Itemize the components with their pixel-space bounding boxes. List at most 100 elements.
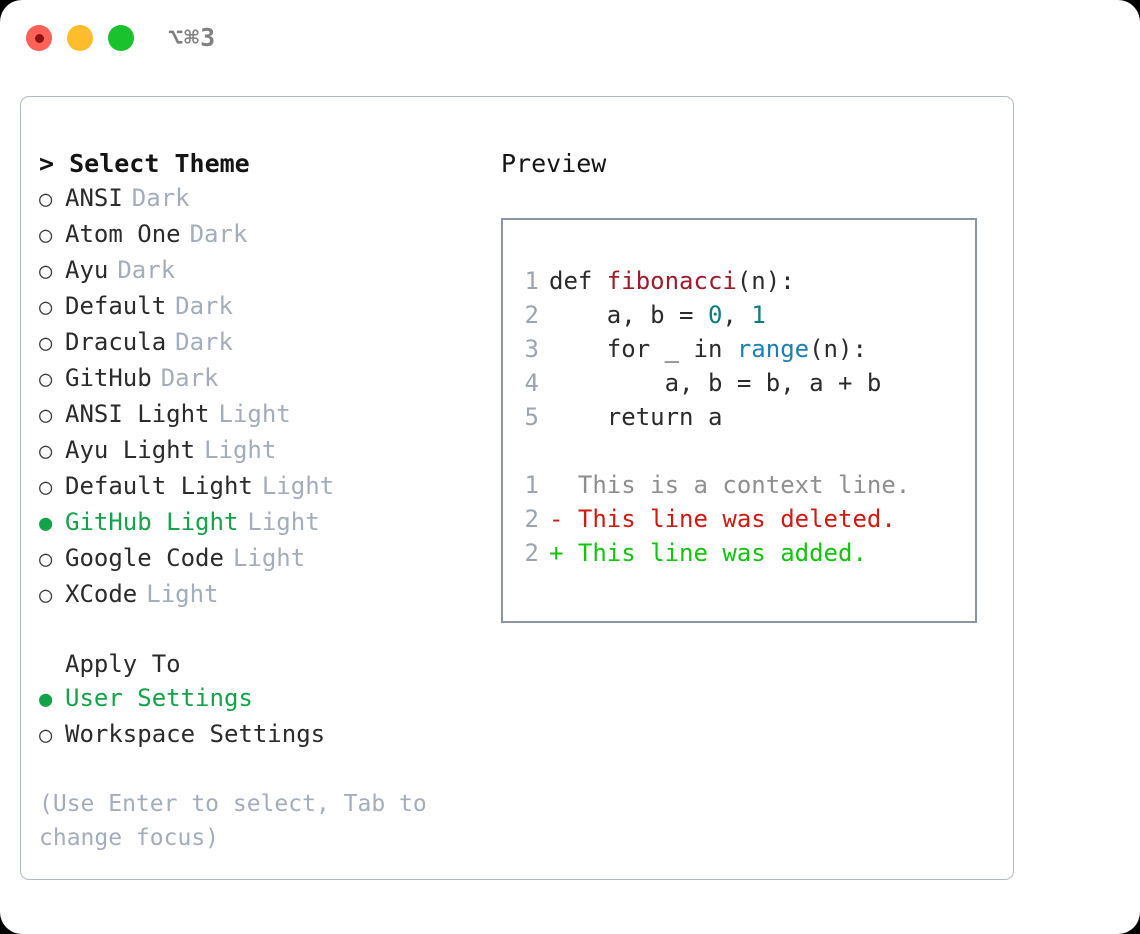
diff-sample: 1 This is a context line. 2- This line wa… bbox=[503, 468, 975, 570]
title-bar: ⌥⌘3 bbox=[0, 0, 1140, 78]
radio-unselected-icon bbox=[39, 255, 65, 289]
apply-to-option[interactable]: Workspace Settings bbox=[39, 717, 489, 753]
code-line: 4 a, b = b, a + b bbox=[503, 366, 975, 400]
apply-to-option-label: Workspace Settings bbox=[65, 720, 326, 748]
code-token: for _ in bbox=[549, 335, 737, 363]
code-token: 0 bbox=[707, 301, 723, 329]
diff-line: 2- This line was deleted. bbox=[503, 502, 975, 536]
line-number: 1 bbox=[524, 267, 539, 295]
theme-item-variant: Light bbox=[146, 580, 219, 608]
maximize-button-icon[interactable] bbox=[108, 25, 134, 51]
code-line: 5 return a bbox=[503, 400, 975, 434]
theme-item-label: Dracula bbox=[65, 328, 167, 356]
theme-item-label: Default bbox=[65, 292, 167, 320]
theme-item-label: ANSI bbox=[65, 184, 123, 212]
theme-item-variant: Light bbox=[261, 472, 335, 500]
diff-marker: + bbox=[549, 539, 578, 567]
radio-unselected-icon bbox=[39, 543, 65, 577]
theme-item[interactable]: Ayu Dark bbox=[39, 253, 489, 289]
radio-unselected-icon bbox=[39, 471, 65, 505]
theme-item-label: Ayu bbox=[65, 256, 109, 284]
diff-line: 2 + This line was added. bbox=[503, 536, 975, 570]
radio-unselected-icon bbox=[39, 291, 65, 325]
theme-item[interactable]: Ayu Light Light bbox=[39, 433, 489, 469]
diff-marker: - bbox=[549, 505, 578, 533]
theme-item-variant: Dark bbox=[189, 220, 248, 248]
theme-item[interactable]: ANSI Dark bbox=[39, 181, 489, 217]
code-line: 1 def fibonacci(n): bbox=[503, 264, 975, 298]
theme-item-label: Atom One bbox=[65, 220, 181, 248]
code-token: (n): bbox=[736, 267, 795, 295]
theme-item-label: Default Light bbox=[65, 472, 253, 500]
diff-text: This line was added. bbox=[577, 539, 867, 567]
theme-item[interactable]: Default Light Light bbox=[39, 469, 489, 505]
apply-to-option[interactable]: User Settings bbox=[39, 681, 489, 717]
code-diff-spacer bbox=[503, 434, 975, 468]
theme-item-label: XCode bbox=[65, 580, 138, 608]
theme-item-label: GitHub Light bbox=[65, 508, 239, 536]
theme-item-label: Ayu Light bbox=[65, 436, 196, 464]
radio-selected-icon bbox=[39, 507, 65, 541]
close-button-icon[interactable] bbox=[26, 25, 52, 51]
theme-item[interactable]: ANSI Light Light bbox=[39, 397, 489, 433]
theme-item[interactable]: XCode Light bbox=[39, 577, 489, 613]
keyboard-hint-text: (Use Enter to select, Tab to change focu… bbox=[39, 791, 427, 851]
radio-selected-icon bbox=[39, 683, 65, 717]
code-token: def bbox=[549, 267, 607, 295]
preview-title: Preview bbox=[501, 149, 607, 178]
theme-item-variant: Dark bbox=[117, 256, 176, 284]
theme-item-variant: Dark bbox=[175, 292, 233, 320]
code-token: (n): bbox=[809, 335, 867, 363]
diff-text: This line was deleted. bbox=[577, 505, 896, 533]
code-line: 2 a, b = 0, 1 bbox=[503, 298, 975, 332]
theme-item-label: ANSI Light bbox=[65, 400, 210, 428]
keyboard-shortcut-label: ⌥⌘3 bbox=[168, 23, 217, 52]
code-line: 3 for _ in range(n): bbox=[503, 332, 975, 366]
theme-item[interactable]: Atom One Dark bbox=[39, 217, 489, 253]
theme-item[interactable]: GitHub Light Light bbox=[39, 505, 489, 541]
content-panel: > Select Theme ANSIDarkAtom OneDarkAyuDa… bbox=[20, 96, 1014, 880]
theme-item-variant: Light bbox=[218, 400, 291, 428]
line-number: 1 bbox=[524, 471, 539, 499]
traffic-lights bbox=[26, 25, 134, 51]
radio-unselected-icon bbox=[39, 219, 65, 253]
theme-item-variant: Light bbox=[247, 508, 320, 536]
theme-item[interactable]: Default Dark bbox=[39, 289, 489, 325]
apply-to-list: User SettingsWorkspace Settings bbox=[39, 681, 489, 753]
radio-unselected-icon bbox=[39, 183, 65, 217]
theme-item[interactable]: Dracula Dark bbox=[39, 325, 489, 361]
diff-marker bbox=[549, 468, 578, 502]
minimize-button-icon[interactable] bbox=[67, 25, 93, 51]
theme-item-variant: Light bbox=[204, 436, 277, 464]
line-number: 2 bbox=[524, 539, 539, 567]
code-token: a, b = bbox=[549, 301, 708, 329]
theme-item-variant: Dark bbox=[175, 328, 233, 356]
apply-to-option-label: User Settings bbox=[65, 684, 253, 712]
code-token: fibonacci bbox=[606, 267, 737, 295]
theme-list: ANSIDarkAtom OneDarkAyuDarkDefaultDarkDr… bbox=[39, 181, 489, 613]
line-number: 4 bbox=[524, 369, 539, 397]
theme-picker-column: > Select Theme ANSIDarkAtom OneDarkAyuDa… bbox=[39, 147, 489, 855]
code-token: return a bbox=[549, 403, 723, 431]
code-token: 1 bbox=[751, 301, 766, 329]
line-number: 2 bbox=[524, 301, 539, 329]
theme-item-variant: Dark bbox=[131, 184, 190, 212]
theme-item-label: GitHub bbox=[65, 364, 152, 392]
line-number: 3 bbox=[524, 335, 539, 363]
radio-unselected-icon bbox=[39, 579, 65, 613]
radio-unselected-icon bbox=[39, 435, 65, 469]
radio-unselected-icon bbox=[39, 363, 65, 397]
radio-unselected-icon bbox=[39, 327, 65, 361]
code-token: range bbox=[736, 335, 810, 363]
apply-to-header: Apply To bbox=[65, 650, 181, 678]
diff-text: This is a context line. bbox=[577, 471, 911, 499]
radio-unselected-icon bbox=[39, 719, 65, 753]
code-token: a, b = b, a + b bbox=[549, 369, 882, 397]
line-number: 5 bbox=[524, 403, 539, 431]
